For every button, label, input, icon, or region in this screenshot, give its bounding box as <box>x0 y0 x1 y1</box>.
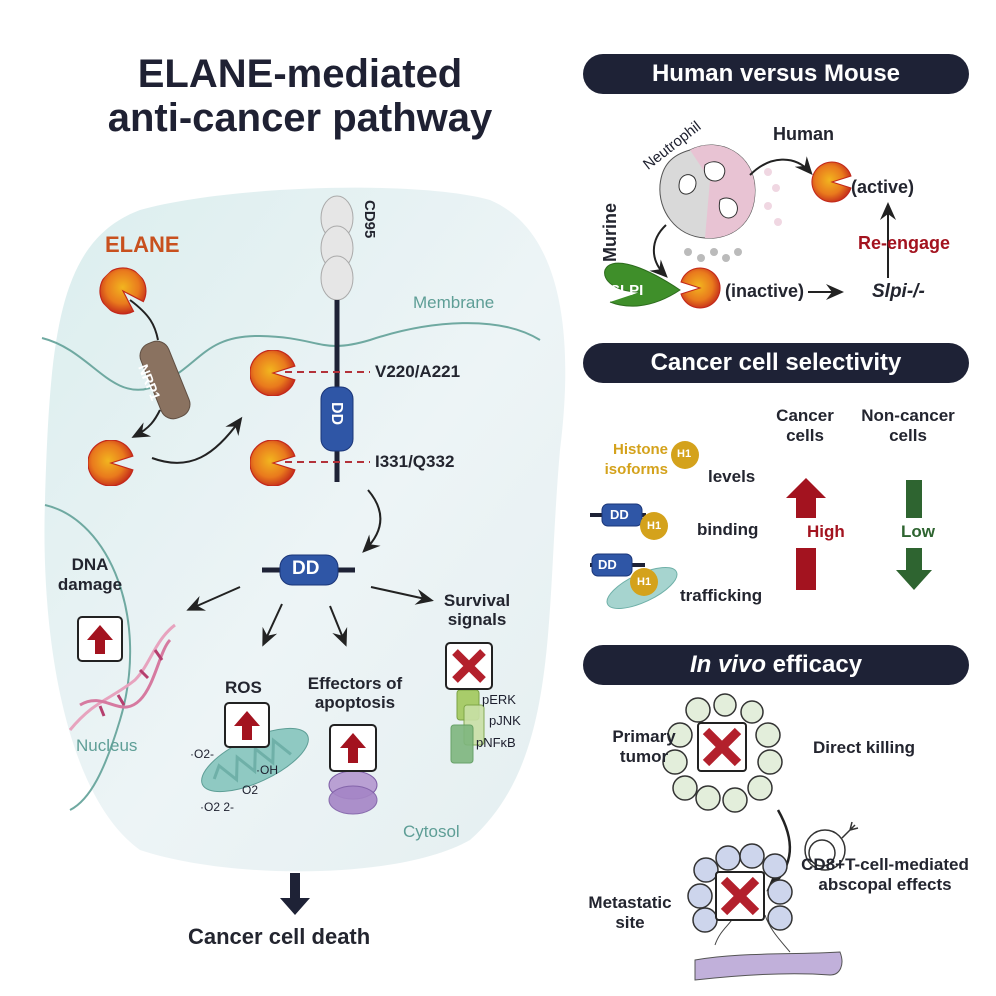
row-binding: binding <box>697 520 759 539</box>
primary-tumor-label: Primary tumor <box>612 727 676 766</box>
nrp1-receptor <box>139 340 191 420</box>
elane-label: ELANE <box>105 232 180 257</box>
page-title: ELANE-mediated anti-cancer pathway <box>0 52 600 140</box>
title-line-2: anti-cancer pathway <box>107 96 493 140</box>
slpi-icon <box>604 262 681 307</box>
direct-killing-label: Direct killing <box>813 738 916 757</box>
membrane-line <box>41 322 541 391</box>
cytosol-label: Cytosol <box>403 822 460 841</box>
col-cancer-cells: Cancer cells <box>776 406 834 445</box>
human-vs-mouse-header: Human versus Mouse <box>583 54 969 94</box>
h1-label-levels: H1 <box>677 448 692 460</box>
in-vivo-header: In vivo efficacy <box>583 645 969 685</box>
ros-species-superoxide: ·O2- <box>190 747 214 761</box>
h1-label-trafficking: H1 <box>637 576 652 588</box>
dna-damage-label: DNA damage <box>57 555 123 594</box>
abscopal-effects-label: CD8+T-cell-mediated abscopal effects <box>801 855 969 894</box>
human-vs-mouse-diagram <box>604 144 896 309</box>
reengage-label: Re-engage <box>858 233 951 253</box>
t-cell-icon <box>804 821 859 871</box>
dna-damage-increase-icon <box>77 616 123 662</box>
col-noncancer-cells: Non-cancer cells <box>861 406 955 445</box>
in-vivo-header-rest: efficacy <box>765 651 863 678</box>
title-line-1: ELANE-mediated <box>137 52 463 96</box>
cleaved-dd <box>262 554 355 586</box>
cell-body <box>44 187 566 872</box>
high-arrow-icon <box>786 478 826 590</box>
active-label: (active) <box>851 177 915 197</box>
murine-label: Murine <box>600 202 620 262</box>
signal-pnfkb: pNFκB <box>476 735 516 750</box>
effectors-label: Effectors of apoptosis <box>307 674 403 712</box>
histone-isoforms-label: Histone isoforms <box>604 441 668 478</box>
apoptosis-effector-icon <box>328 770 378 815</box>
metastatic-site-icon <box>687 843 843 981</box>
ros-species-hydroxyl: ·OH <box>256 763 278 777</box>
inactive-label: (inactive) <box>725 281 805 301</box>
dd-label-binding: DD <box>610 507 629 522</box>
metastatic-site-label: Metastatic site <box>588 893 672 932</box>
survival-blocked-icon <box>445 642 493 690</box>
ros-increase-icon <box>224 702 270 748</box>
neutrophil-icon <box>659 144 756 239</box>
slpi-knockout-label: Slpi-/- <box>872 281 925 302</box>
dd-label-trafficking: DD <box>598 557 617 572</box>
primary-tumor-icon <box>662 693 783 813</box>
low-arrow-icon <box>896 480 932 590</box>
slpi-label: SLPI <box>610 282 644 299</box>
ros-species-oxygen: O2 <box>242 783 259 797</box>
selectivity-header: Cancer cell selectivity <box>583 343 969 383</box>
dd-label-cleaved: DD <box>292 558 320 579</box>
cell-death-arrow <box>280 873 310 915</box>
signal-pjnk: pJNK <box>489 713 521 728</box>
human-label: Human <box>773 124 835 144</box>
cd95-receptor <box>320 195 354 482</box>
row-trafficking: trafficking <box>680 586 763 605</box>
dd-h1-trafficking-icon <box>590 553 678 609</box>
nucleus-label: Nucleus <box>76 736 138 755</box>
effectors-increase-icon <box>329 724 377 772</box>
active-elane <box>811 161 852 203</box>
dd-label-receptor: DD <box>328 402 345 426</box>
inactive-elane <box>680 267 721 309</box>
ros-species-peroxide: ·O2 2- <box>200 800 235 814</box>
cancer-cell-death-label: Cancer cell death <box>188 924 371 949</box>
survival-signal-blocks <box>450 689 485 764</box>
cd95-label: CD95 <box>361 200 378 239</box>
in-vivo-diagram <box>662 693 859 981</box>
high-label: High <box>807 522 845 541</box>
signal-perk: pERK <box>482 692 516 707</box>
survival-signals-label: Survival signals <box>443 591 511 629</box>
pathway-diagram <box>41 187 566 915</box>
cleavage-site-2: I331/Q332 <box>375 452 455 471</box>
in-vivo-header-italic: In vivo <box>689 651 766 678</box>
dna-helix-icon <box>68 623 176 731</box>
row-levels: levels <box>708 467 756 486</box>
h1-icon-levels <box>671 441 699 469</box>
membrane-label: Membrane <box>413 293 495 312</box>
ros-label: ROS <box>225 678 262 697</box>
h1-label-binding: H1 <box>647 520 662 532</box>
selectivity-diagram <box>590 441 932 609</box>
cleavage-site-1: V220/A221 <box>375 362 461 381</box>
dd-h1-binding-icon <box>590 503 668 540</box>
low-label: Low <box>901 522 935 541</box>
